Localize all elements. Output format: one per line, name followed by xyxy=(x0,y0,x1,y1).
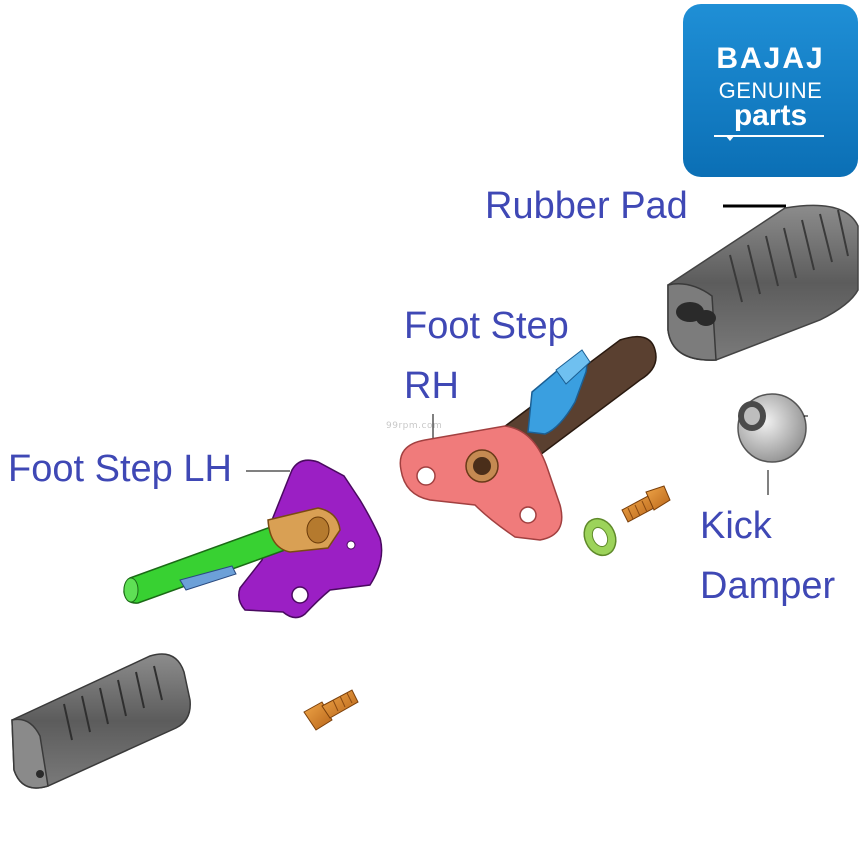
label-kick-damper-line2: Damper xyxy=(700,565,836,607)
spring-washer xyxy=(583,517,617,557)
bolt-rh xyxy=(621,485,671,523)
brand-logo: BAJAJ GENUINE parts xyxy=(683,4,858,177)
label-foot-step-rh: Foot Step RH xyxy=(404,296,569,416)
rubber-pad-lh xyxy=(11,653,191,789)
logo-brand-text: BAJAJ xyxy=(716,42,825,75)
kick-damper xyxy=(737,393,808,463)
label-foot-step-rh-line1: Foot Step xyxy=(404,305,569,347)
logo-underline xyxy=(714,135,824,137)
label-kick-damper-line1: Kick xyxy=(700,505,772,547)
bolt-lh xyxy=(303,689,359,731)
logo-genuine-text: GENUINE xyxy=(718,78,823,103)
label-rubber-pad: Rubber Pad xyxy=(485,185,688,227)
logo-tick-icon xyxy=(725,135,735,141)
foot-step-lh xyxy=(123,459,383,619)
label-foot-step-rh-line2: RH xyxy=(404,365,459,407)
label-kick-damper: Kick Damper xyxy=(700,496,835,616)
watermark: 99rpm.com xyxy=(386,421,443,431)
foot-step-rh xyxy=(399,335,657,541)
logo-parts-text: parts xyxy=(733,99,808,132)
label-foot-step-lh: Foot Step LH xyxy=(8,448,232,490)
rubber-pad-rh xyxy=(667,204,859,361)
